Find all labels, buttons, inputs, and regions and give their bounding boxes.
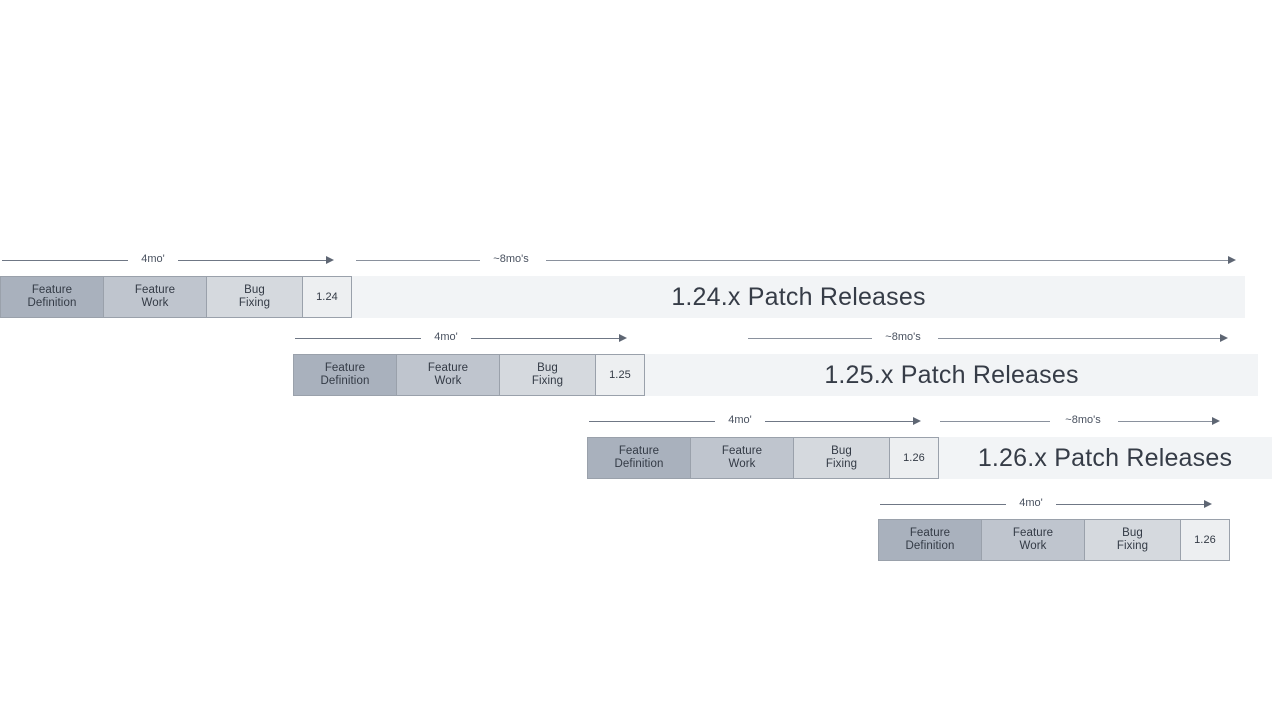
patch-release-bar-1-24[interactable]: 1.24.x Patch Releases bbox=[352, 276, 1245, 318]
measure-arrowhead-icon bbox=[1228, 256, 1236, 264]
dev-duration-measure-1-25: 4mo' bbox=[293, 328, 645, 350]
patch-release-label: 1.25.x Patch Releases bbox=[824, 361, 1079, 389]
measure-arrowhead-icon bbox=[913, 417, 921, 425]
phase-version-milestone[interactable]: 1.25 bbox=[595, 354, 645, 396]
measure-line-right bbox=[471, 338, 623, 339]
measure-arrowhead-icon bbox=[619, 334, 627, 342]
dev-duration-measure-1-26: 4mo' bbox=[587, 411, 939, 433]
measure-arrowhead-icon bbox=[326, 256, 334, 264]
dev-duration-measure-1-24: 4mo' bbox=[0, 250, 352, 272]
version-label: 1.25 bbox=[609, 368, 631, 381]
patch-duration-measure-1-25: ~8mo's bbox=[748, 328, 1244, 350]
patch-duration-measure-1-26: ~8mo's bbox=[940, 411, 1244, 433]
measure-line-right bbox=[178, 260, 330, 261]
dev-duration-measure-1-26-next: 4mo' bbox=[878, 494, 1230, 516]
measure-line-left bbox=[2, 260, 128, 261]
patch-release-bar-1-26[interactable]: 1.26.x Patch Releases bbox=[938, 437, 1272, 479]
patch-release-label: 1.26.x Patch Releases bbox=[977, 444, 1233, 472]
patch-release-bar-1-25[interactable]: 1.25.x Patch Releases bbox=[645, 354, 1258, 396]
patch-duration-label: ~8mo's bbox=[885, 331, 921, 343]
measure-line-right bbox=[1056, 504, 1208, 505]
measure-line-left bbox=[356, 260, 480, 261]
measure-arrowhead-icon bbox=[1204, 500, 1212, 508]
measure-line-right bbox=[546, 260, 1232, 261]
version-label: 1.26 bbox=[1194, 533, 1216, 546]
patch-release-label: 1.24.x Patch Releases bbox=[671, 283, 926, 311]
phase-version-milestone[interactable]: 1.26 bbox=[1180, 519, 1230, 561]
measure-line-left bbox=[940, 421, 1050, 422]
dev-duration-label: 4mo' bbox=[141, 253, 165, 265]
measure-line-right bbox=[1118, 421, 1216, 422]
dev-duration-label: 4mo' bbox=[728, 414, 752, 426]
version-label: 1.26 bbox=[903, 451, 925, 464]
measure-line-left bbox=[589, 421, 715, 422]
phase-version-milestone[interactable]: 1.24 bbox=[302, 276, 352, 318]
measure-arrowhead-icon bbox=[1220, 334, 1228, 342]
measure-line-left bbox=[748, 338, 872, 339]
phase-version-milestone[interactable]: 1.26 bbox=[889, 437, 939, 479]
measure-line-right bbox=[765, 421, 917, 422]
dev-duration-label: 4mo' bbox=[434, 331, 458, 343]
patch-duration-label: ~8mo's bbox=[493, 253, 529, 265]
patch-duration-label: ~8mo's bbox=[1065, 414, 1101, 426]
measure-line-left bbox=[295, 338, 421, 339]
version-label: 1.24 bbox=[316, 290, 338, 303]
dev-duration-label: 4mo' bbox=[1019, 497, 1043, 509]
patch-duration-measure-1-24: ~8mo's bbox=[356, 250, 1244, 272]
measure-line-left bbox=[880, 504, 1006, 505]
measure-line-right bbox=[938, 338, 1224, 339]
measure-arrowhead-icon bbox=[1212, 417, 1220, 425]
